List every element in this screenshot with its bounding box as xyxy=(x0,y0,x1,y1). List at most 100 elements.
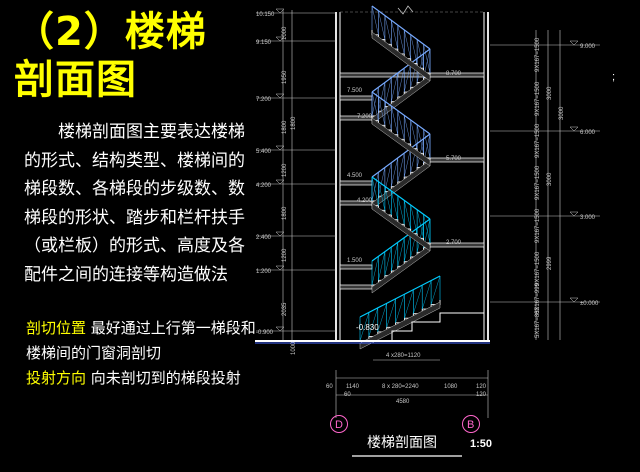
left-dim: 1950 xyxy=(282,70,288,84)
axis-bubble-b xyxy=(462,415,480,433)
railing-brace xyxy=(359,312,370,342)
step-dim: 6X167=999 xyxy=(535,282,541,314)
elevation-triangle xyxy=(275,36,285,42)
step-dim: 9X167=1500 xyxy=(535,123,541,158)
elev-label: 1.200 xyxy=(256,269,272,275)
landing-slab xyxy=(339,72,399,78)
projection-text: 向未剖切到的梯段投射 xyxy=(90,369,241,387)
elev-label: 5.400 xyxy=(256,149,272,155)
drawing-scale: 1:50 xyxy=(470,438,492,450)
right-dim: 3000 xyxy=(559,106,565,120)
elevation-triangle xyxy=(275,179,285,185)
axis-label-b: B xyxy=(467,419,474,431)
drawing-title: 楼梯剖面图 xyxy=(367,435,437,451)
bottom-dim: 120 xyxy=(476,384,487,390)
railing-brace xyxy=(384,101,392,131)
landing-slab xyxy=(339,264,373,270)
railing-brace xyxy=(391,242,398,272)
railing-brace xyxy=(410,34,418,64)
railing-brace xyxy=(397,25,405,54)
stair-steps xyxy=(360,300,441,342)
stair-steps xyxy=(371,30,430,74)
railing-brace xyxy=(397,195,405,225)
railing-brace xyxy=(416,209,424,239)
elev-label: 2.400 xyxy=(256,235,272,241)
railing-brace xyxy=(416,124,424,154)
railing-brace xyxy=(410,119,418,149)
left-elevation-marks xyxy=(256,8,336,332)
landing-elev: 4.200 xyxy=(357,198,373,204)
cut-position-text: 最好通过上行第一梯段和楼梯间的门窗洞剖切 xyxy=(26,319,256,362)
railing-brace xyxy=(377,303,387,332)
landing-elev: 7.500 xyxy=(347,88,363,94)
total-dim: 4580 xyxy=(396,399,410,405)
landing-slab xyxy=(339,180,373,186)
handrail xyxy=(371,218,431,262)
railing-brace xyxy=(423,129,431,159)
railing-brace xyxy=(391,190,398,220)
left-dim: 1000 xyxy=(282,26,288,40)
railing-brace xyxy=(404,63,411,93)
railing-brace xyxy=(397,110,405,140)
railing-brace xyxy=(410,228,418,258)
left-dim: 1200 xyxy=(282,163,288,177)
railing-brace xyxy=(371,5,379,35)
stair-slab xyxy=(371,202,431,252)
railing-brace xyxy=(371,87,379,117)
railing-brace xyxy=(404,115,411,145)
railing-brace xyxy=(391,20,398,50)
railing-brace xyxy=(404,289,414,319)
railing-brace xyxy=(404,232,411,262)
railing-brace xyxy=(430,275,441,305)
stray-mark: ; xyxy=(612,71,615,83)
landing-elev: 5.700 xyxy=(446,156,462,162)
railing-brace xyxy=(371,176,379,206)
tread-dim: 4 x280=1120 xyxy=(386,353,421,359)
bottom-dim: 120 xyxy=(476,392,487,398)
right-elev: 6.000 xyxy=(580,130,596,136)
right-dim: 3000 xyxy=(547,172,553,186)
axis-label-d: D xyxy=(335,419,343,431)
elevation-triangle xyxy=(569,211,579,217)
elevation-triangle xyxy=(569,297,579,303)
elevation-triangle xyxy=(275,145,285,151)
elevation-triangle xyxy=(569,126,579,132)
cut-position-label: 剖切位置 xyxy=(26,319,87,337)
railing-brace xyxy=(368,307,378,337)
right-dim: 3000 xyxy=(547,86,553,100)
left-dim: 1800 xyxy=(282,206,288,220)
railing-brace xyxy=(378,82,386,112)
elevation-triangle xyxy=(275,8,285,14)
axis-bubble-d xyxy=(330,415,348,433)
railing-brace xyxy=(397,153,405,182)
landing-elev: 8.700 xyxy=(446,71,462,77)
railing-brace xyxy=(371,256,379,286)
railing-brace xyxy=(371,172,379,202)
intro-paragraph: 楼梯剖面图主要表达楼梯的形式、结构类型、楼梯间的梯段数、各梯段的步级数、数梯段的… xyxy=(24,122,245,285)
heading-line-2: 剖面图 xyxy=(14,57,137,103)
step-dim: 9X167=1500 xyxy=(535,251,541,286)
elevation-triangle xyxy=(275,231,285,237)
railing-brace xyxy=(395,294,405,323)
floor-slabs xyxy=(339,72,485,290)
elev-label: 7.200 xyxy=(256,97,272,103)
handrail xyxy=(371,91,431,135)
left-dim: 2035 xyxy=(282,302,288,316)
railing-brace xyxy=(423,44,431,74)
step-dim: 5X167=833 xyxy=(535,306,541,338)
stair-steps xyxy=(372,158,431,202)
elevation-triangle xyxy=(275,326,285,332)
railing-brace xyxy=(378,10,386,40)
elev-label: 10.150 xyxy=(256,12,275,18)
flight-ground xyxy=(359,275,441,350)
railing-brace xyxy=(378,167,386,197)
handrail xyxy=(371,176,431,220)
bottom-dim: 60 xyxy=(344,392,351,398)
notes-block: 剖切位置 最好通过上行第一梯段和楼梯间的门窗洞剖切 投射方向 向未剖切到的梯段投… xyxy=(26,316,256,391)
landing-elev: 7.200 xyxy=(357,114,373,120)
flight-low-a xyxy=(371,218,431,294)
bottom-dim: 8 x 280=2240 xyxy=(382,384,419,390)
landing-elev: 4.500 xyxy=(347,173,363,179)
flight-low-b xyxy=(371,176,431,252)
